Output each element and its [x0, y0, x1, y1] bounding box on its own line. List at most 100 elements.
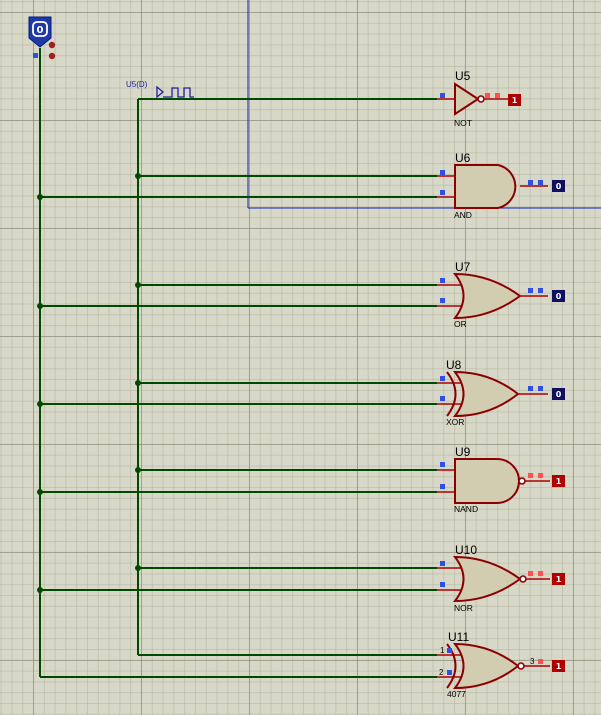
- clock-label: U5(D): [126, 80, 148, 89]
- junction-dot: [37, 489, 43, 495]
- pin-marker: [440, 170, 445, 175]
- junction-dot: [135, 173, 141, 179]
- logic-probe-value: 0: [556, 182, 562, 191]
- logic-probe[interactable]: [552, 475, 565, 487]
- gate-u9-nand[interactable]: U9 NAND 1: [437, 445, 565, 514]
- pin-marker: [528, 288, 533, 293]
- pin-marker: [447, 670, 452, 675]
- junction-dot: [135, 282, 141, 288]
- logic-probe[interactable]: [552, 660, 565, 672]
- gate-type-label: OR: [454, 319, 467, 329]
- gate-type-label: 4077: [447, 689, 466, 699]
- logic-state-value[interactable]: 0: [37, 25, 44, 36]
- nor-gate-body[interactable]: [452, 555, 522, 603]
- gate-ref-label: U9: [455, 445, 471, 459]
- pin-marker: [440, 93, 445, 98]
- gate-u8-xor[interactable]: U8 XOR 0: [437, 358, 565, 427]
- gate-type-label: XOR: [446, 417, 464, 427]
- pin-marker: [528, 180, 533, 185]
- gate-ref-label: U5: [455, 69, 471, 83]
- logic-probe[interactable]: [552, 290, 565, 302]
- clock-source[interactable]: U5(D): [126, 80, 194, 99]
- pin-marker: [440, 561, 445, 566]
- pin-marker: [538, 473, 543, 478]
- gate-type-label: NOR: [454, 603, 473, 613]
- gate-u7-or[interactable]: U7 OR 0: [437, 260, 565, 329]
- gate-ref-label: U8: [446, 358, 462, 372]
- gate-type-label: AND: [454, 210, 472, 220]
- toggle-dot-icon: [48, 41, 56, 49]
- pin-marker: [33, 53, 38, 58]
- pin-marker: [538, 659, 543, 664]
- pin-marker: [495, 93, 500, 98]
- xor-extra-arc: [446, 371, 457, 417]
- logic-probe[interactable]: [552, 180, 565, 192]
- logic-probe-value: 0: [556, 390, 562, 399]
- pin-marker: [440, 396, 445, 401]
- gate-ref-label: U11: [448, 630, 469, 644]
- logic-probe-value: 1: [556, 575, 562, 584]
- junctions: [37, 173, 141, 593]
- pin-marker: [440, 484, 445, 489]
- logic-probe[interactable]: [508, 94, 521, 106]
- pin-number-3: 3: [530, 657, 535, 666]
- junction-dot: [37, 587, 43, 593]
- xnor-extra-arc: [446, 643, 457, 689]
- toggle-dot-icon: [48, 52, 56, 60]
- pin-marker: [440, 582, 445, 587]
- inversion-bubble: [519, 575, 527, 583]
- or-gate-body[interactable]: [452, 272, 522, 320]
- pin-marker: [440, 298, 445, 303]
- logic-probe-value: 0: [556, 292, 562, 301]
- gate-u6-and[interactable]: U6 AND 0: [437, 151, 565, 220]
- pin-marker: [528, 386, 533, 391]
- pin-marker: [440, 278, 445, 283]
- inversion-bubble: [518, 477, 526, 485]
- pin-marker: [538, 571, 543, 576]
- gate-type-label: NAND: [454, 504, 478, 514]
- junction-dot: [135, 565, 141, 571]
- logic-probe[interactable]: [552, 388, 565, 400]
- pin-marker: [447, 648, 452, 653]
- pin-marker: [485, 93, 490, 98]
- logic-probe[interactable]: [552, 573, 565, 585]
- junction-dot: [37, 303, 43, 309]
- logic-probe-value: 1: [556, 662, 562, 671]
- gate-type-label: NOT: [454, 118, 472, 128]
- logic-probe-value: 1: [556, 477, 562, 486]
- pin-marker: [440, 190, 445, 195]
- nand-gate-body[interactable]: [454, 458, 520, 504]
- not-gate-body[interactable]: [454, 82, 480, 116]
- pin-marker: [538, 288, 543, 293]
- logic-state-frame: [32, 21, 48, 37]
- junction-dot: [37, 401, 43, 407]
- logic-state-flag-icon[interactable]: [28, 16, 52, 48]
- gate-ref-label: U6: [455, 151, 471, 165]
- inversion-bubble: [517, 662, 525, 670]
- logic-state-source[interactable]: 0: [28, 16, 56, 60]
- clock-wave-icon: [163, 87, 194, 98]
- pin-number-1: 1: [440, 646, 445, 655]
- gate-ref-label: U7: [455, 260, 471, 274]
- logic-probe-value: 1: [512, 96, 518, 105]
- and-gate-body[interactable]: [454, 164, 517, 209]
- clock-arrow-icon: [156, 85, 165, 99]
- pin-marker: [528, 473, 533, 478]
- xor-gate-body[interactable]: [452, 370, 520, 418]
- inversion-bubble: [477, 95, 485, 103]
- wires: [39, 48, 437, 678]
- gate-u10-nor[interactable]: U10 NOR 1: [437, 543, 565, 613]
- junction-dot: [135, 467, 141, 473]
- pin-marker: [440, 462, 445, 467]
- pin-marker: [528, 571, 533, 576]
- pin-marker: [538, 180, 543, 185]
- gate-u11-xnor-4077[interactable]: U11 1 2 3 4077 1: [437, 630, 565, 699]
- pin-number-2: 2: [439, 668, 444, 677]
- xnor-gate-body[interactable]: [452, 642, 520, 690]
- junction-dot: [37, 194, 43, 200]
- gate-u5-not[interactable]: U5 NOT 1: [437, 69, 521, 128]
- gate-ref-label: U10: [455, 543, 477, 557]
- pin-marker: [440, 376, 445, 381]
- pin-marker: [538, 386, 543, 391]
